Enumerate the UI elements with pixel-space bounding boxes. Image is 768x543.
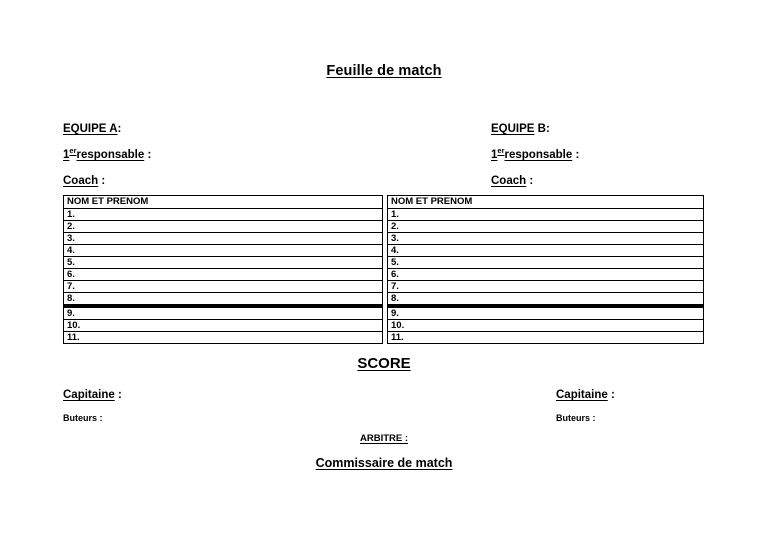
- capitaine-suffix-a: :: [117, 389, 122, 401]
- team-b-coach-line: Coach :: [491, 168, 579, 194]
- arbitre-label: ARBITRE :: [359, 433, 409, 444]
- team-b-responsable-ordinal: er: [497, 146, 505, 156]
- team-a-header-block: EQUIPE A: 1erresponsable : Coach :: [63, 116, 151, 194]
- team-b-name-line: EQUIPE B:: [491, 116, 579, 142]
- table-row: 4.: [63, 244, 383, 257]
- roster-cell[interactable]: 4.: [63, 244, 383, 257]
- table-row: 7.: [63, 280, 383, 293]
- table-row: 3.: [387, 232, 704, 245]
- table-row: 6.: [387, 268, 704, 281]
- team-b-header-block: EQUIPE B: 1erresponsable : Coach :: [491, 116, 579, 194]
- table-row: 5.: [63, 256, 383, 269]
- capitaine-line-b: Capitaine :: [556, 383, 615, 407]
- team-a-name-line: EQUIPE A:: [63, 116, 151, 142]
- roster-cell[interactable]: 11.: [387, 331, 704, 344]
- table-row: 5.: [387, 256, 704, 269]
- roster-cell[interactable]: 3.: [387, 232, 704, 245]
- roster-cell[interactable]: 11.: [63, 331, 383, 344]
- table-row: 8.: [387, 292, 704, 308]
- roster-cell[interactable]: 5.: [63, 256, 383, 269]
- score-label: SCORE: [357, 355, 411, 372]
- team-b-responsable-number: 1: [491, 149, 498, 161]
- table-row: 9.: [63, 305, 383, 320]
- roster-cell[interactable]: 6.: [387, 268, 704, 281]
- roster-cell[interactable]: 4.: [387, 244, 704, 257]
- buteurs-label-a: Buteurs :: [63, 413, 103, 423]
- capitaine-suffix-b: :: [610, 389, 615, 401]
- roster-cell[interactable]: 6.: [63, 268, 383, 281]
- roster-cell[interactable]: 3.: [63, 232, 383, 245]
- team-a-responsable-number: 1: [63, 149, 70, 161]
- table-row: 3.: [63, 232, 383, 245]
- table-row: 1.: [63, 208, 383, 221]
- team-a-responsable-label: responsable: [76, 149, 145, 161]
- team-b-coach-suffix: :: [529, 175, 534, 187]
- team-a-coach-label: Coach: [63, 175, 99, 187]
- team-b-responsable-line: 1erresponsable :: [491, 142, 579, 168]
- score-heading: SCORE: [0, 355, 768, 372]
- roster-column-header-b: NOM ET PRENOM: [387, 195, 704, 209]
- buteurs-label-b: Buteurs :: [556, 413, 596, 423]
- roster-column-header-a: NOM ET PRENOM: [63, 195, 383, 209]
- table-row: 11.: [387, 331, 704, 344]
- roster-cell[interactable]: 10.: [63, 319, 383, 332]
- table-row: 8.: [63, 292, 383, 308]
- roster-cell[interactable]: 8.: [63, 292, 383, 308]
- team-a-label: EQUIPE A: [63, 123, 118, 135]
- capitaine-label-a: Capitaine: [63, 389, 115, 401]
- roster-cell[interactable]: 2.: [63, 220, 383, 233]
- roster-cell[interactable]: 2.: [387, 220, 704, 233]
- captain-block-team-a: Capitaine : Buteurs :: [63, 383, 122, 429]
- table-row: 9.: [387, 305, 704, 320]
- team-a-responsable-suffix: :: [147, 149, 152, 161]
- page-title-text: Feuille de match: [326, 63, 442, 79]
- page-title: Feuille de match: [0, 63, 768, 79]
- team-b-coach-label: Coach: [491, 175, 527, 187]
- roster-table-team-a: NOM ET PRENOM 1.2.3.4.5.6.7.8.9.10.11.: [63, 195, 383, 344]
- table-row: 2.: [63, 220, 383, 233]
- team-a-responsable-ordinal: er: [69, 146, 77, 156]
- team-b-responsable-label: responsable: [504, 149, 573, 161]
- roster-cell[interactable]: 1.: [387, 208, 704, 221]
- arbitre-heading: ARBITRE :: [0, 433, 768, 444]
- team-a-coach-line: Coach :: [63, 168, 151, 194]
- capitaine-label-b: Capitaine: [556, 389, 608, 401]
- team-b-responsable-suffix: :: [575, 149, 580, 161]
- roster-cell[interactable]: 7.: [63, 280, 383, 293]
- roster-table-team-b: NOM ET PRENOM 1.2.3.4.5.6.7.8.9.10.11.: [387, 195, 704, 344]
- roster-cell[interactable]: 1.: [63, 208, 383, 221]
- team-b-label: EQUIPE: [491, 123, 535, 135]
- commissaire-heading: Commissaire de match: [0, 456, 768, 470]
- capitaine-line-a: Capitaine :: [63, 383, 122, 407]
- table-row: 10.: [63, 319, 383, 332]
- roster-cell[interactable]: 9.: [63, 305, 383, 320]
- table-row: 4.: [387, 244, 704, 257]
- table-row: 1.: [387, 208, 704, 221]
- table-row: 11.: [63, 331, 383, 344]
- roster-header-row-a: NOM ET PRENOM: [63, 195, 383, 209]
- roster-header-row-b: NOM ET PRENOM: [387, 195, 704, 209]
- team-a-suffix: :: [117, 123, 122, 135]
- roster-cell[interactable]: 10.: [387, 319, 704, 332]
- rosters-container: NOM ET PRENOM 1.2.3.4.5.6.7.8.9.10.11. N…: [63, 195, 704, 344]
- roster-cell[interactable]: 5.: [387, 256, 704, 269]
- roster-cell[interactable]: 9.: [387, 305, 704, 320]
- table-row: 7.: [387, 280, 704, 293]
- table-row: 2.: [387, 220, 704, 233]
- roster-table-team-b-body: NOM ET PRENOM 1.2.3.4.5.6.7.8.9.10.11.: [387, 195, 704, 344]
- team-b-suffix: B:: [534, 123, 550, 135]
- captain-block-team-b: Capitaine : Buteurs :: [556, 383, 615, 429]
- table-row: 10.: [387, 319, 704, 332]
- team-a-coach-suffix: :: [101, 175, 106, 187]
- team-a-responsable-line: 1erresponsable :: [63, 142, 151, 168]
- commissaire-label: Commissaire de match: [315, 456, 453, 470]
- roster-table-team-a-body: NOM ET PRENOM 1.2.3.4.5.6.7.8.9.10.11.: [63, 195, 383, 344]
- table-row: 6.: [63, 268, 383, 281]
- roster-cell[interactable]: 8.: [387, 292, 704, 308]
- roster-cell[interactable]: 7.: [387, 280, 704, 293]
